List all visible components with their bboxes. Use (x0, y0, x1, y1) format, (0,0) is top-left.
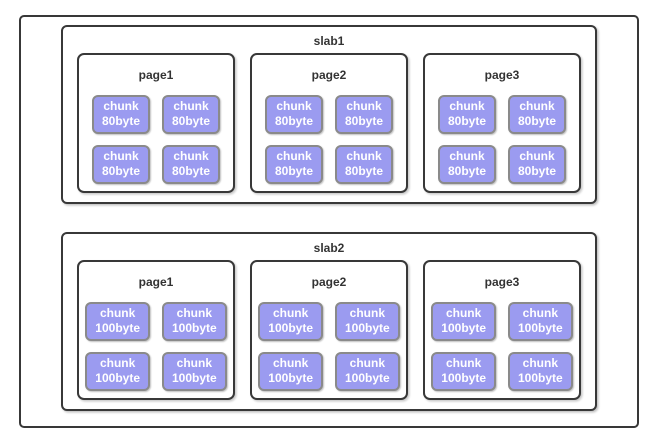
slab2-page1-box: page1 chunk 100byte chunk 100byte chunk … (77, 260, 235, 400)
slab1-page2-box: page2 chunk 80byte chunk 80byte chunk 80… (250, 53, 408, 193)
chunk: chunk 100byte (431, 302, 496, 341)
chunk: chunk 100byte (508, 302, 573, 341)
chunk: chunk 80byte (508, 95, 567, 134)
slab2-pages-row: page1 chunk 100byte chunk 100byte chunk … (63, 260, 595, 400)
chunk: chunk 100byte (162, 302, 227, 341)
slab1-page2-title: page2 (311, 68, 347, 82)
slab2-page3-chunk-grid: chunk 100byte chunk 100byte chunk 100byt… (431, 302, 573, 391)
slab2-box: slab2 page1 chunk 100byte chunk 100byte … (61, 232, 597, 411)
slab1-page3-chunk-grid: chunk 80byte chunk 80byte chunk 80byte c… (437, 95, 567, 184)
slab1-pages-row: page1 chunk 80byte chunk 80byte chunk 80… (63, 53, 595, 193)
chunk: chunk 80byte (437, 95, 496, 134)
chunk: chunk 80byte (162, 145, 221, 184)
chunk: chunk 100byte (85, 302, 150, 341)
chunk: chunk 100byte (431, 352, 496, 391)
chunk: chunk 80byte (437, 145, 496, 184)
slab1-page3-title: page3 (484, 68, 520, 82)
slab2-page1-chunk-grid: chunk 100byte chunk 100byte chunk 100byt… (85, 302, 227, 391)
slab2-page3-box: page3 chunk 100byte chunk 100byte chunk … (423, 260, 581, 400)
chunk: chunk 80byte (264, 145, 323, 184)
chunk: chunk 80byte (91, 145, 150, 184)
chunk: chunk 80byte (508, 145, 567, 184)
slab1-page1-box: page1 chunk 80byte chunk 80byte chunk 80… (77, 53, 235, 193)
chunk: chunk 80byte (91, 95, 150, 134)
chunk: chunk 80byte (162, 95, 221, 134)
slab2-page3-title: page3 (484, 275, 520, 289)
slab1-page2-chunk-grid: chunk 80byte chunk 80byte chunk 80byte c… (264, 95, 394, 184)
chunk: chunk 100byte (335, 352, 400, 391)
slab1-page1-chunk-grid: chunk 80byte chunk 80byte chunk 80byte c… (91, 95, 221, 184)
slab1-title: slab1 (313, 34, 345, 48)
chunk: chunk 100byte (258, 352, 323, 391)
slab1-page1-title: page1 (138, 68, 174, 82)
chunk: chunk 80byte (335, 145, 394, 184)
slab1-box: slab1 page1 chunk 80byte chunk 80byte ch… (61, 25, 597, 204)
chunk: chunk 100byte (335, 302, 400, 341)
chunk: chunk 80byte (264, 95, 323, 134)
chunk: chunk 100byte (162, 352, 227, 391)
slab2-page1-title: page1 (138, 275, 174, 289)
slab2-page2-box: page2 chunk 100byte chunk 100byte chunk … (250, 260, 408, 400)
chunk: chunk 100byte (85, 352, 150, 391)
chunk: chunk 100byte (508, 352, 573, 391)
outer-frame: slab1 page1 chunk 80byte chunk 80byte ch… (19, 15, 639, 428)
slab2-page2-chunk-grid: chunk 100byte chunk 100byte chunk 100byt… (258, 302, 400, 391)
chunk: chunk 80byte (335, 95, 394, 134)
slab2-page2-title: page2 (311, 275, 347, 289)
chunk: chunk 100byte (258, 302, 323, 341)
slab1-page3-box: page3 chunk 80byte chunk 80byte chunk 80… (423, 53, 581, 193)
slab2-title: slab2 (313, 241, 345, 255)
